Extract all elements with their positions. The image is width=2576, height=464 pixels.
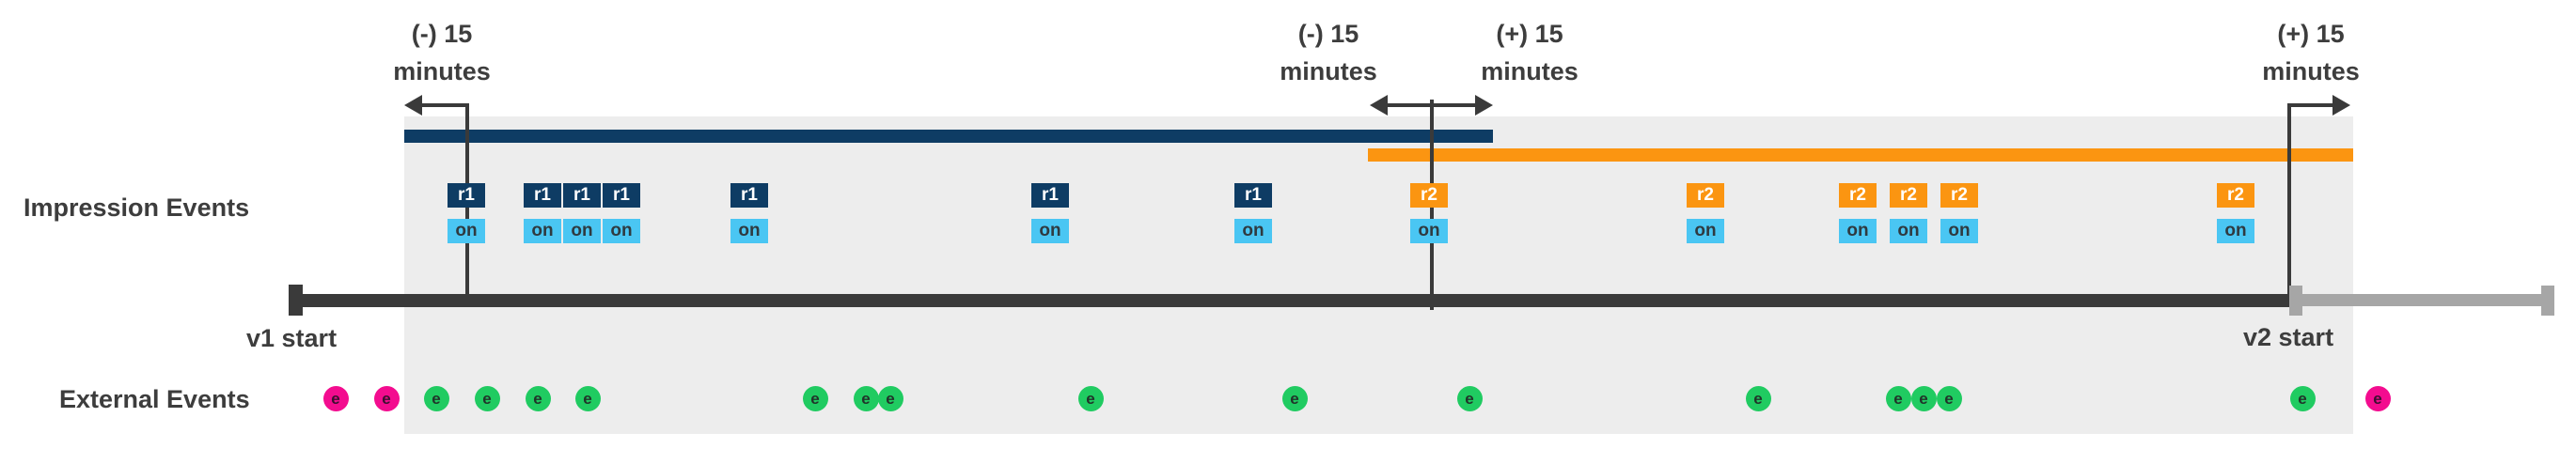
r2-active-window-bar	[1368, 148, 2353, 162]
annotation-line1: (-) 15	[411, 20, 473, 48]
timeline-end-cap	[2541, 286, 2554, 316]
r2-impression-badge: r2	[1410, 183, 1448, 208]
r1-impression-badge: r1	[563, 183, 601, 208]
on-status-badge: on	[1687, 219, 1724, 243]
annotation-line1: (-) 15	[1297, 20, 1359, 48]
annotation-line2: minutes	[393, 57, 491, 85]
on-status-badge: on	[1031, 219, 1069, 243]
v1-start-label: v1 start	[246, 324, 338, 352]
annotation-end-arrow-line	[2289, 103, 2334, 107]
external-event-dot-green: e	[474, 385, 500, 411]
annotation-end-connector-line	[2287, 103, 2291, 301]
r1-impression-badge: r1	[730, 183, 768, 208]
annotation-v1-minus15-label: (-) 15 minutes	[320, 15, 564, 90]
on-status-badge: on	[524, 219, 561, 243]
annotation-end-plus15-label: (+) 15 minutes	[2189, 15, 2433, 90]
v2-start-label: v2 start	[2243, 323, 2334, 351]
external-event-dot-green: e	[877, 385, 903, 411]
on-status-badge: on	[1234, 219, 1272, 243]
external-event-dot-green: e	[1456, 385, 1483, 411]
on-status-badge: on	[1890, 219, 1927, 243]
external-event-dot-green: e	[802, 385, 828, 411]
v1-start-cap	[289, 285, 303, 316]
external-event-dot-green: e	[853, 385, 879, 411]
r2-impression-badge: r2	[1687, 183, 1724, 208]
on-status-badge: on	[2217, 219, 2254, 243]
external-event-dot-pink: e	[322, 385, 349, 411]
r2-impression-badge: r2	[1839, 183, 1877, 208]
timeline-v1-segment	[296, 294, 2289, 307]
external-event-dot-pink: e	[373, 385, 400, 411]
r2-impression-badge: r2	[2217, 183, 2254, 208]
annotation-line2: minutes	[2262, 57, 2360, 85]
annotation-line2: minutes	[1481, 57, 1579, 85]
external-event-dot-green: e	[1910, 385, 1937, 411]
external-event-dot-green: e	[574, 385, 601, 411]
external-event-dot-green: e	[1745, 385, 1771, 411]
r1-impression-badge: r1	[603, 183, 640, 208]
arrow-left-icon	[404, 95, 422, 116]
annotation-v2-minus15-label: (-) 15 minutes	[1206, 15, 1451, 90]
r1-impression-badge: r1	[524, 183, 561, 208]
arrow-right-icon	[2333, 95, 2350, 116]
on-status-badge: on	[1940, 219, 1978, 243]
on-status-badge: on	[603, 219, 640, 243]
r2-impression-badge: r2	[1890, 183, 1927, 208]
on-status-badge: on	[730, 219, 768, 243]
external-events-row-label: External Events	[59, 385, 250, 413]
external-event-dot-green: e	[1885, 385, 1911, 411]
arrow-right-icon	[1475, 95, 1493, 116]
timeline-v2-segment	[2289, 294, 2541, 306]
impression-events-row-label: Impression Events	[24, 193, 250, 222]
r1-active-window-bar	[404, 130, 1493, 143]
external-event-dot-green: e	[525, 385, 551, 411]
external-event-dot-green: e	[423, 385, 449, 411]
external-event-dot-pink: e	[2364, 385, 2391, 411]
external-event-dot-green: e	[1077, 385, 1104, 411]
arrow-left-icon	[1370, 95, 1388, 116]
r2-impression-badge: r2	[1940, 183, 1978, 208]
on-status-badge: on	[448, 219, 485, 243]
annotation-v1-arrow-line	[420, 103, 469, 107]
r1-impression-badge: r1	[1031, 183, 1069, 208]
annotation-v2-plus15-label: (+) 15 minutes	[1407, 15, 1652, 90]
on-status-badge: on	[563, 219, 601, 243]
external-event-dot-green: e	[1281, 385, 1308, 411]
annotation-line1: (+) 15	[1496, 20, 1563, 48]
v2-start-tick	[2289, 286, 2302, 316]
r1-impression-badge: r1	[1234, 183, 1272, 208]
on-status-badge: on	[1839, 219, 1877, 243]
external-event-dot-green: e	[2289, 385, 2316, 411]
r1-impression-badge: r1	[448, 183, 485, 208]
annotation-line1: (+) 15	[2277, 20, 2345, 48]
on-status-badge: on	[1410, 219, 1448, 243]
observation-window-panel	[404, 116, 2353, 434]
annotation-line2: minutes	[1280, 57, 1377, 85]
external-event-dot-green: e	[1936, 385, 1962, 411]
